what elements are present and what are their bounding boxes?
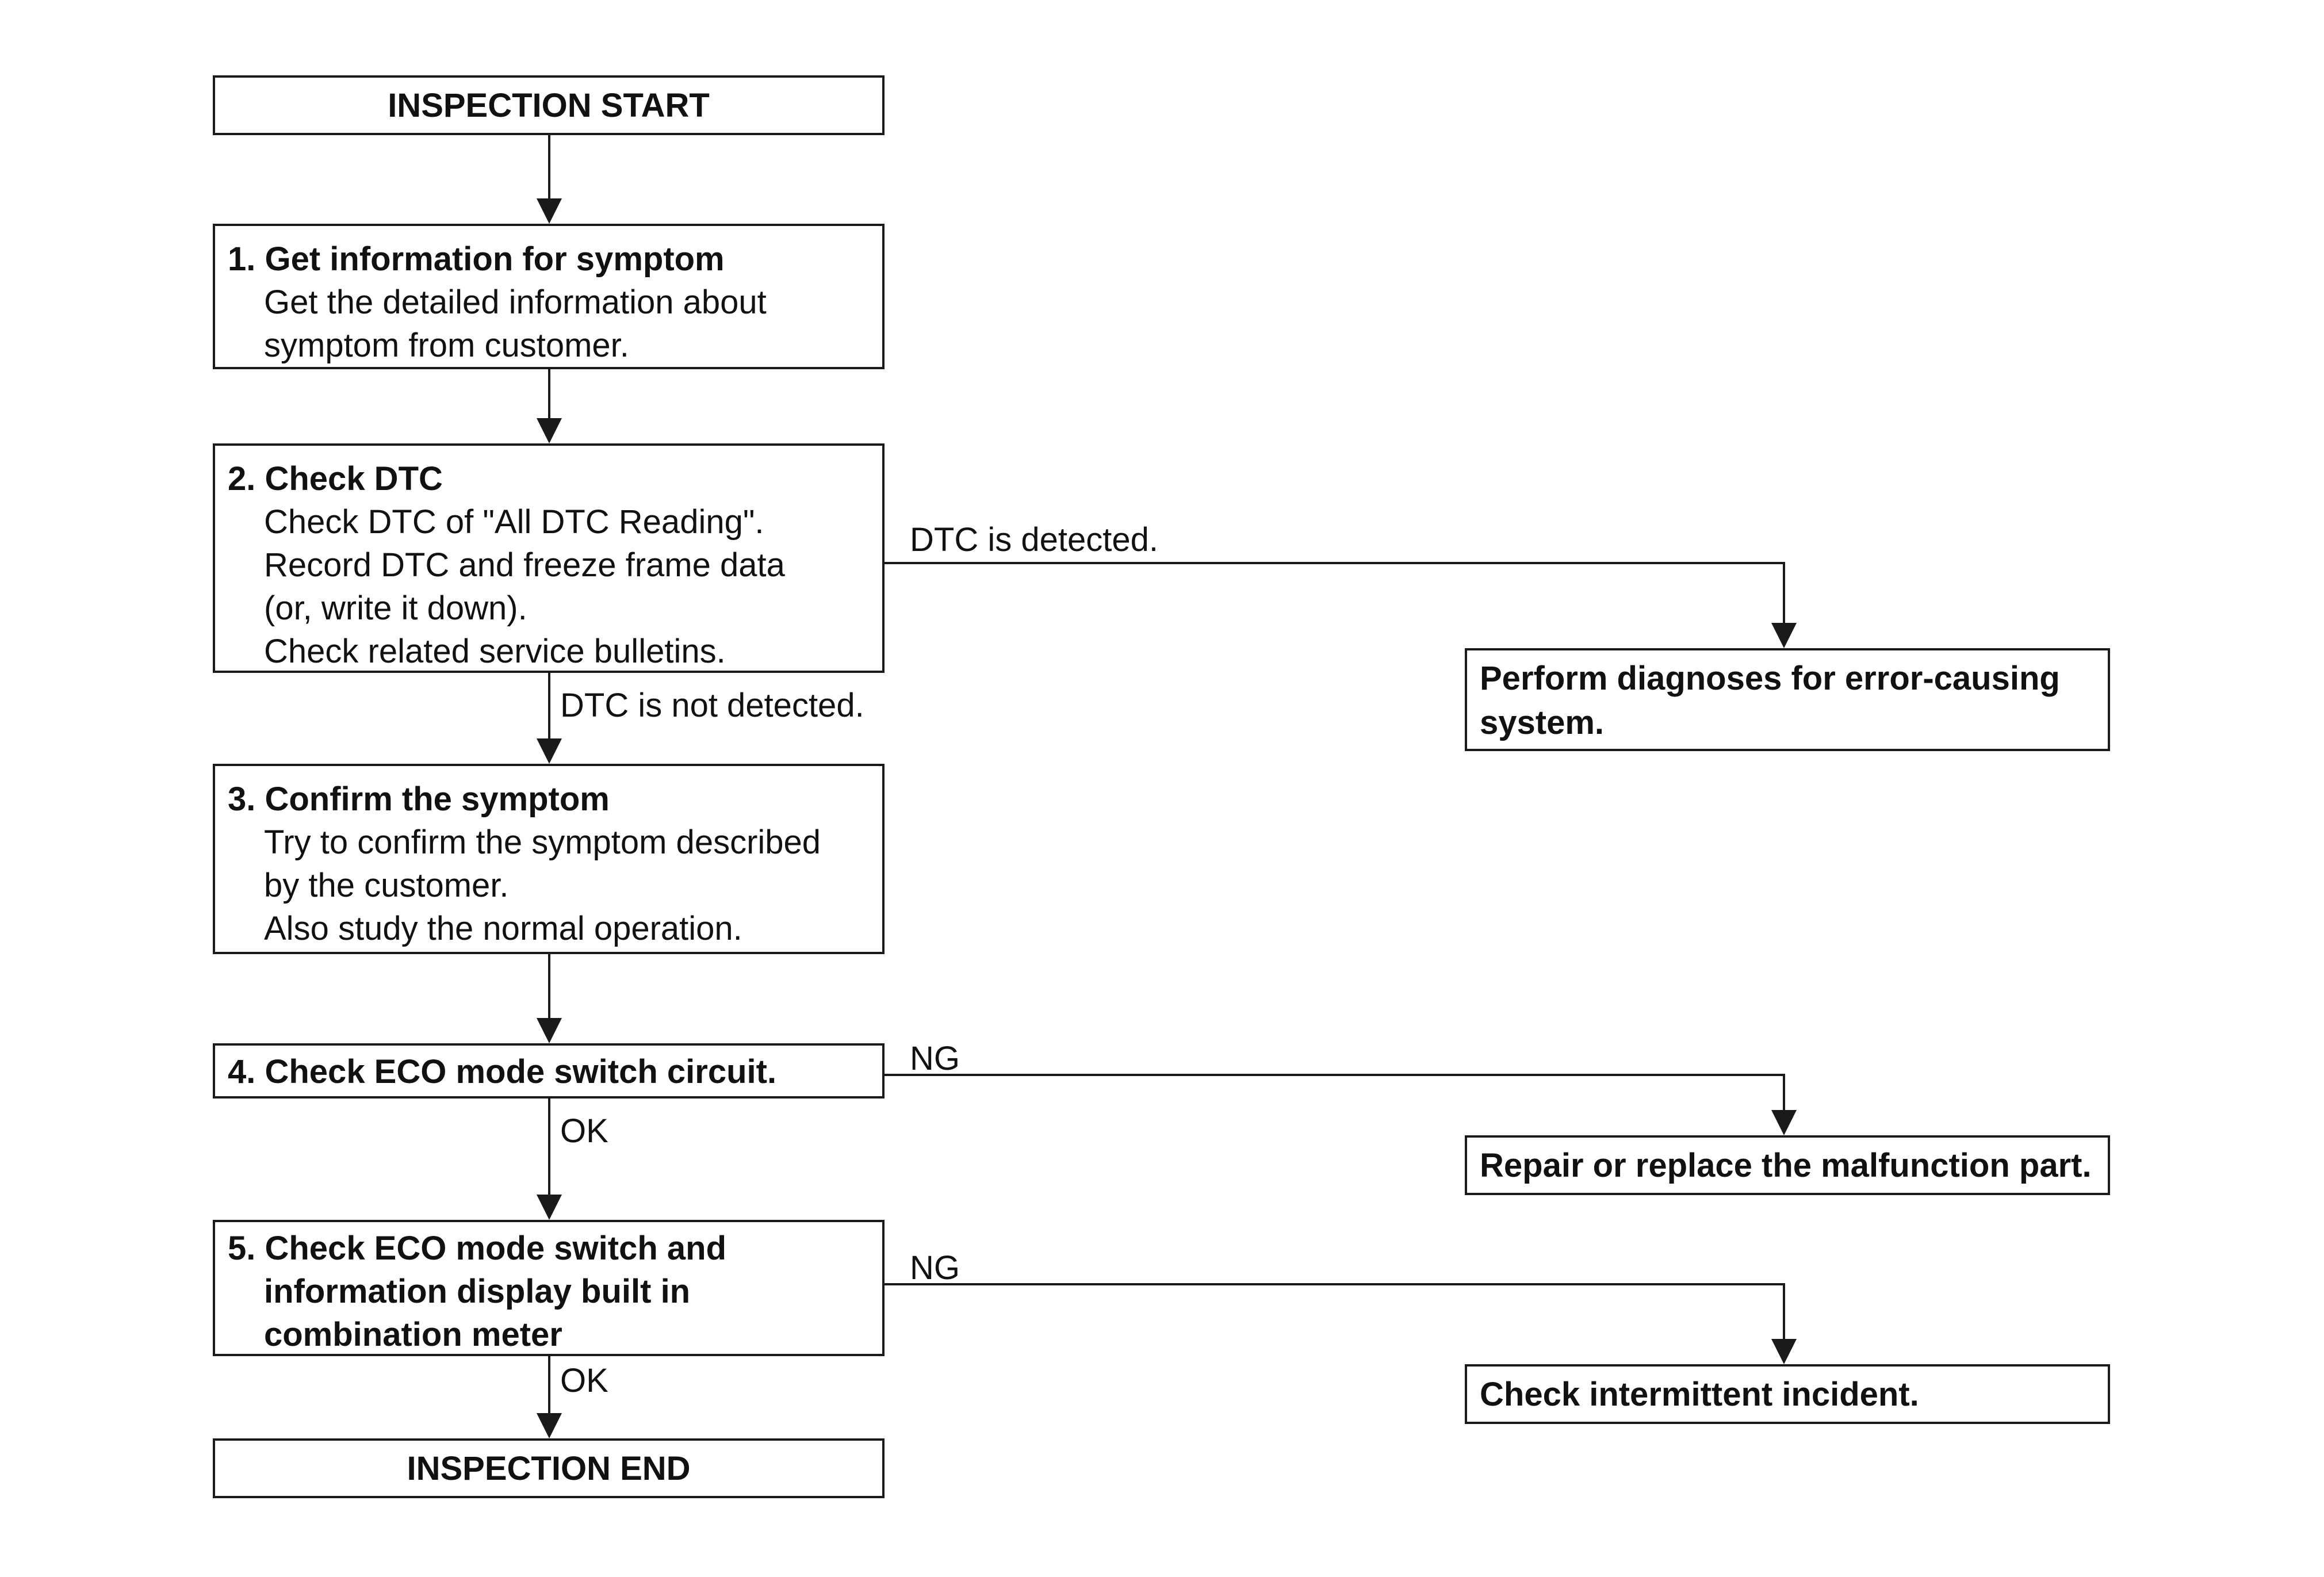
arrowhead <box>537 1018 562 1043</box>
step-2-box: 2. Check DTC Check DTC of "All DTC Readi… <box>213 443 885 673</box>
edge-step5-ng <box>884 1283 1785 1339</box>
step-1-box: 1. Get information for symptom Get the d… <box>213 224 885 369</box>
step-3-line: Also study the normal operation. <box>264 910 742 947</box>
step-4-title: 4. Check ECO mode switch circuit. <box>228 1053 777 1090</box>
result-intermittent-box: Check intermittent incident. <box>1465 1364 2110 1424</box>
step-3-line: Try to confirm the symptom described <box>264 824 821 861</box>
edge-label-dtc-not-detected: DTC is not detected. <box>560 687 864 724</box>
result-perform-diagnoses-box: Perform diagnoses for error-causing syst… <box>1465 648 2110 751</box>
edge-label-step4-ok: OK <box>560 1112 608 1150</box>
arrowhead <box>1771 1339 1797 1364</box>
arrowhead <box>537 418 562 443</box>
result-line: Perform diagnoses for error-causing <box>1480 660 2060 697</box>
result-repair-replace-box: Repair or replace the malfunction part. <box>1465 1135 2110 1195</box>
arrowhead <box>1771 623 1797 648</box>
step-5-title: 5. Check ECO mode switch and <box>228 1230 726 1267</box>
step-1-line: symptom from customer. <box>264 327 629 364</box>
step-1-line: Get the detailed information about <box>264 284 767 321</box>
step-3-line: by the customer. <box>264 867 509 904</box>
edge-step2-dtc-detected <box>884 562 1785 623</box>
result-repair-label: Repair or replace the malfunction part. <box>1480 1146 2092 1184</box>
result-intermittent-label: Check intermittent incident. <box>1480 1375 1919 1413</box>
step-3-title: 3. Confirm the symptom <box>228 780 610 818</box>
inspection-start-box: INSPECTION START <box>213 75 885 135</box>
edge-label-step5-ng: NG <box>910 1249 960 1287</box>
step-2-line: Record DTC and freeze frame data <box>264 546 785 584</box>
inspection-end-box: INSPECTION END <box>213 1438 885 1498</box>
step-3-box: 3. Confirm the symptom Try to confirm th… <box>213 764 885 954</box>
step-2-line: Check related service bulletins. <box>264 633 726 670</box>
edge-label-dtc-detected: DTC is detected. <box>910 521 1158 558</box>
edge-step4-ng <box>884 1074 1785 1110</box>
step-2-title: 2. Check DTC <box>228 460 443 497</box>
step-1-title: 1. Get information for symptom <box>228 240 725 278</box>
step-4-box: 4. Check ECO mode switch circuit. <box>213 1043 885 1098</box>
arrowhead <box>537 738 562 764</box>
step-2-line: Check DTC of "All DTC Reading". <box>264 503 764 541</box>
arrowhead <box>537 1195 562 1220</box>
result-line: system. <box>1480 704 1605 741</box>
inspection-end-label: INSPECTION END <box>407 1449 691 1487</box>
arrowhead <box>537 198 562 224</box>
edge-label-step4-ng: NG <box>910 1040 960 1077</box>
arrowhead <box>537 1413 562 1438</box>
step-5-box: 5. Check ECO mode switch and information… <box>213 1220 885 1356</box>
step-2-line: (or, write it down). <box>264 590 527 627</box>
edge-label-step5-ok: OK <box>560 1362 608 1399</box>
arrowhead <box>1771 1110 1797 1135</box>
step-5-title-cont: combination meter <box>264 1316 562 1353</box>
inspection-start-label: INSPECTION START <box>388 86 710 124</box>
step-5-title-cont: information display built in <box>264 1273 691 1310</box>
